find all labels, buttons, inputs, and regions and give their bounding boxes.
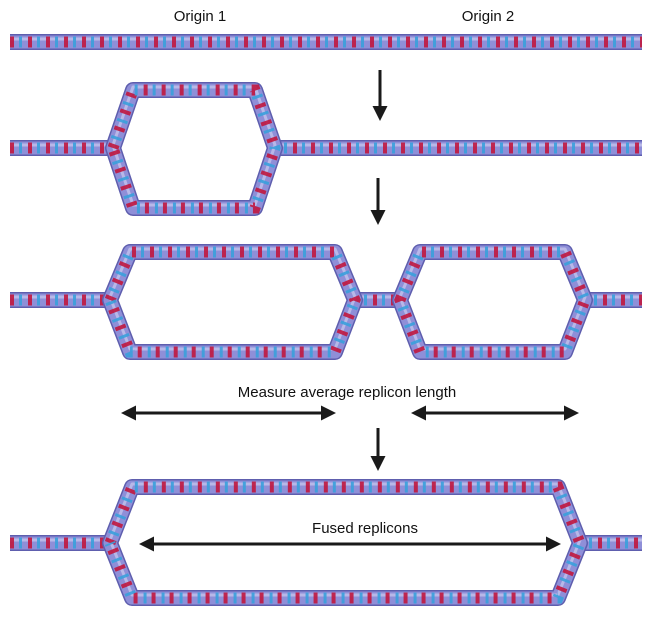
tube-highlight bbox=[398, 247, 587, 351]
row2-replication-bubble bbox=[105, 82, 283, 216]
tube-body bbox=[106, 83, 282, 215]
tube-highlight bbox=[108, 247, 357, 351]
row2-dna-arms bbox=[10, 140, 642, 156]
tube-body bbox=[103, 245, 362, 359]
blue-strand bbox=[107, 84, 281, 214]
tube-highlight bbox=[108, 482, 582, 597]
row3-bubble-1 bbox=[102, 244, 363, 360]
row4-dna-arms bbox=[10, 535, 642, 551]
row3-dna-arms bbox=[10, 292, 642, 308]
measure-replicon-label: Measure average replicon length bbox=[237, 384, 457, 401]
tube-edge bbox=[105, 82, 283, 216]
blue-strand bbox=[104, 246, 361, 358]
row3-bubble-2 bbox=[392, 244, 593, 360]
red-strand bbox=[104, 246, 361, 358]
tube-edge bbox=[392, 244, 593, 360]
tube-body bbox=[393, 245, 592, 359]
origin-1-label: Origin 1 bbox=[173, 8, 227, 25]
red-strand bbox=[394, 246, 591, 358]
tube-highlight bbox=[111, 85, 277, 207]
red-strand bbox=[107, 84, 281, 214]
row1-unreplicated-dna bbox=[10, 34, 642, 50]
origin-2-label: Origin 2 bbox=[461, 8, 515, 25]
fused-replicons-label: Fused replicons bbox=[312, 520, 418, 537]
row4-fused-bubble bbox=[102, 479, 588, 606]
tube-edge bbox=[102, 244, 363, 360]
blue-strand bbox=[394, 246, 591, 358]
